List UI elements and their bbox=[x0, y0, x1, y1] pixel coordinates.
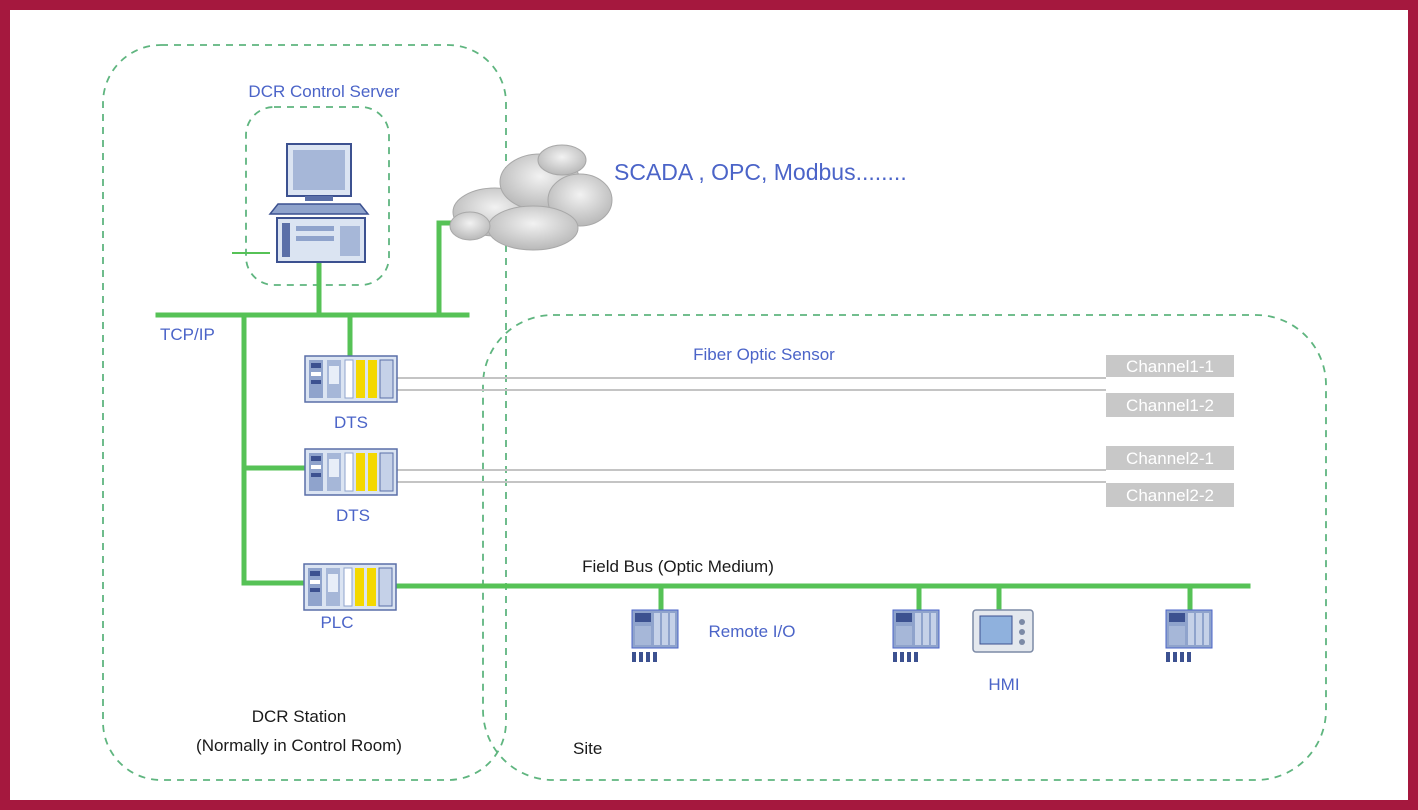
remote-io-label: Remote I/O bbox=[709, 622, 796, 641]
dts-label-2: DTS bbox=[336, 506, 370, 525]
fiber-optic-sensor-label: Fiber Optic Sensor bbox=[693, 345, 835, 364]
remote-io-icon-2 bbox=[892, 609, 940, 663]
cloud-icon bbox=[449, 144, 613, 251]
channel-label-1-2: Channel1-2 bbox=[1126, 396, 1214, 415]
hmi-label: HMI bbox=[988, 675, 1019, 694]
channel-label-2-2: Channel2-2 bbox=[1126, 486, 1214, 505]
channel-label-1-1: Channel1-1 bbox=[1126, 357, 1214, 376]
dts-rack-icon-2 bbox=[304, 448, 398, 496]
plc-rack-icon bbox=[303, 563, 397, 611]
dcr-station-sublabel: (Normally in Control Room) bbox=[196, 736, 402, 755]
dts-label-1: DTS bbox=[334, 413, 368, 432]
remote-io-icon-3 bbox=[1165, 609, 1213, 663]
site-label: Site bbox=[573, 739, 602, 758]
plc-label: PLC bbox=[320, 613, 353, 632]
field-bus-label: Field Bus (Optic Medium) bbox=[582, 557, 774, 576]
dts-rack-icon-1 bbox=[304, 355, 398, 403]
control-server-label: DCR Control Server bbox=[248, 82, 399, 101]
tcpip-label: TCP/IP bbox=[160, 325, 215, 344]
network-bus bbox=[155, 220, 1251, 610]
protocols-label: SCADA , OPC, Modbus........ bbox=[614, 159, 907, 185]
dcr-station-region bbox=[102, 44, 507, 781]
channel-label-2-1: Channel2-1 bbox=[1126, 449, 1214, 468]
computer-icon bbox=[268, 143, 370, 263]
hmi-panel-icon bbox=[972, 609, 1034, 653]
remote-io-icon-1 bbox=[631, 609, 679, 663]
dcr-station-label: DCR Station bbox=[252, 707, 346, 726]
site-region bbox=[482, 314, 1327, 781]
channel-boxes bbox=[1106, 355, 1234, 507]
fiber-lines bbox=[395, 377, 1106, 483]
